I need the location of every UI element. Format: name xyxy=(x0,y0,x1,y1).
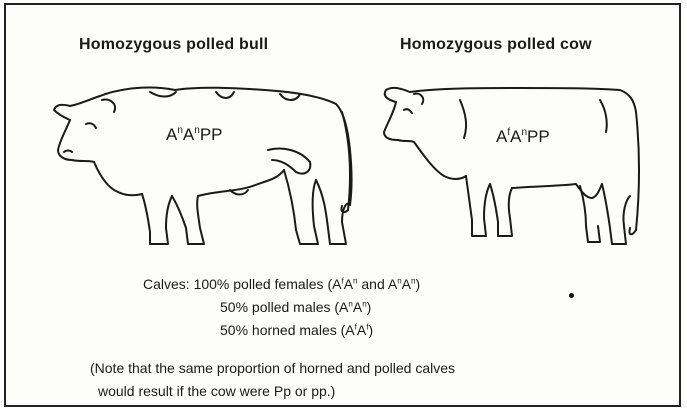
cow-genotype: AfAnPP xyxy=(496,127,550,146)
horned-allele: A xyxy=(357,322,366,338)
female-and: and A xyxy=(357,276,397,292)
horned-males-line: 50% horned males (AfAf) xyxy=(220,322,373,338)
horned-close: ) xyxy=(368,322,373,338)
polled-close: ) xyxy=(367,299,372,315)
polled-males-line: 50% polled males (AnAn) xyxy=(220,299,371,315)
calves-females-line: Calves: 100% polled females (AfAn and An… xyxy=(143,276,420,292)
stray-dot xyxy=(569,293,574,298)
female-close: ) xyxy=(415,276,420,292)
note-line-2: would result if the cow were Pp or pp.) xyxy=(98,383,335,399)
calves-label: Calves: xyxy=(143,276,190,292)
female-allele: A xyxy=(344,276,353,292)
bull-genotype: AnAnPP xyxy=(166,125,223,144)
polled-males-text: 50% polled males (A xyxy=(220,299,348,315)
note-line-1: (Note that the same proportion of horned… xyxy=(90,360,455,376)
cow-illustration xyxy=(384,88,639,244)
bull-illustration xyxy=(54,88,352,244)
horned-males-text: 50% horned males (A xyxy=(220,322,355,338)
female-allele: A xyxy=(402,276,411,292)
females-text: 100% polled females (A xyxy=(194,276,342,292)
polled-allele: A xyxy=(353,299,362,315)
